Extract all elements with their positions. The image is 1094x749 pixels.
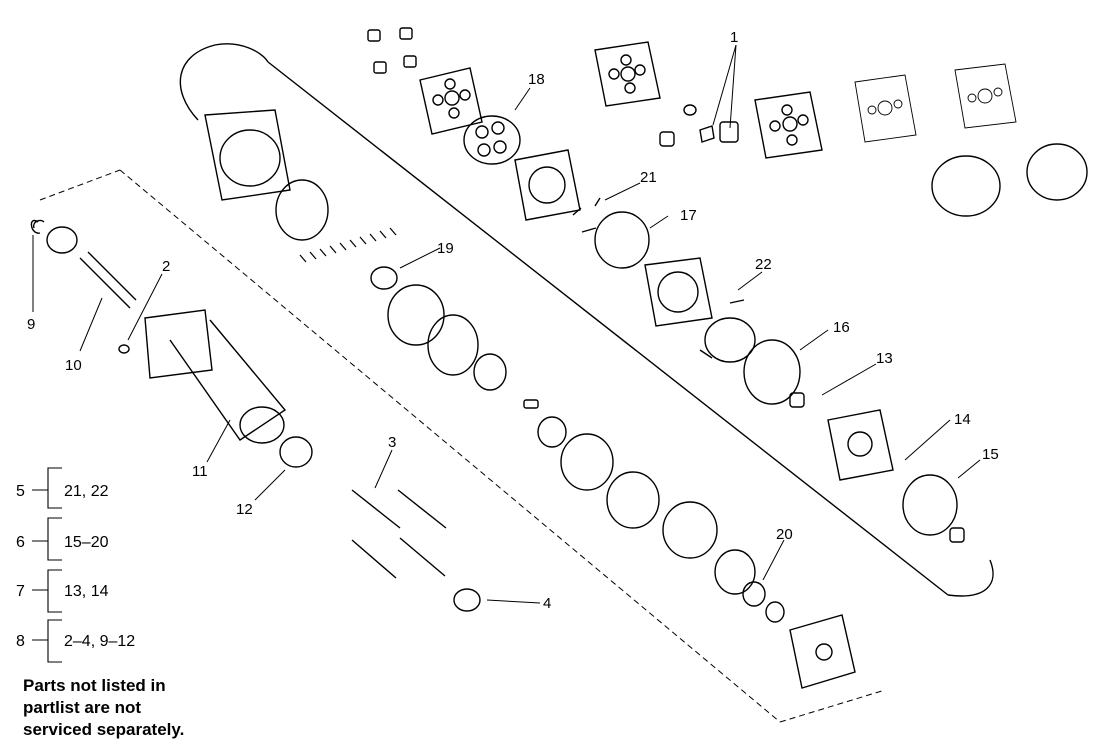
callout-18: 18	[528, 71, 545, 88]
cover-disc	[606, 471, 660, 529]
o-ring-17	[594, 211, 650, 269]
callout-22: 22	[755, 256, 772, 273]
callout-21: 21	[640, 169, 657, 186]
small-o-ring	[683, 104, 697, 116]
kit-8-parts: 2–4, 9–12	[64, 633, 135, 650]
callout-2: 2	[162, 258, 170, 275]
kit-6-parts: 15–20	[64, 534, 109, 551]
valve-plate-center	[594, 41, 661, 107]
housing	[204, 109, 291, 201]
kit-brackets	[32, 467, 62, 663]
snap-ring-9	[30, 219, 45, 234]
rotor-inner	[537, 416, 567, 448]
valve-plate-ghost-1	[854, 74, 917, 143]
callout-12: 12	[236, 501, 253, 518]
washer-2	[118, 344, 130, 354]
kit-5-parts: 21, 22	[64, 483, 109, 500]
valve-plate-ghost-2	[954, 63, 1017, 129]
kit-7-parts: 13, 14	[64, 583, 109, 600]
kit-7-number: 7	[16, 583, 25, 600]
callout-9: 9	[27, 316, 35, 333]
sleeve-11	[144, 309, 287, 444]
o-ring-15	[902, 474, 958, 536]
dashed-frame	[39, 169, 886, 723]
kit-8-number: 8	[16, 633, 25, 650]
check-valve-22	[699, 299, 756, 363]
assembly-axis	[267, 61, 949, 596]
kit-6-number: 6	[16, 534, 25, 551]
callout-11: 11	[192, 463, 208, 480]
bolts-3	[351, 489, 447, 579]
plug-parts-1	[659, 121, 739, 147]
o-ring-right-2	[1026, 143, 1088, 201]
loop-line-top	[179, 43, 269, 121]
disc-ring	[662, 501, 718, 559]
gear-star	[473, 353, 507, 391]
thrust-washer	[765, 601, 785, 623]
callout-1: 1	[730, 29, 738, 46]
loop-line-right	[947, 559, 994, 597]
plug-13	[789, 392, 805, 408]
o-ring-16	[743, 339, 801, 405]
gear-ring	[427, 314, 479, 376]
washer-20	[742, 581, 766, 607]
valve-plate-right	[754, 91, 823, 159]
rotor-outer	[560, 433, 614, 491]
leader-lines	[32, 44, 981, 604]
nut-4	[453, 588, 481, 612]
nut-12	[279, 436, 313, 468]
gear-outer	[387, 284, 445, 346]
end-plate-bottom	[789, 614, 856, 689]
callout-15: 15	[982, 446, 999, 463]
large-seal-ring	[275, 179, 329, 241]
pin-row-19	[299, 227, 397, 263]
needle-bearing	[714, 549, 756, 595]
spacer-plate	[514, 149, 581, 221]
seal-ring-left	[46, 226, 78, 254]
callout-17: 17	[680, 207, 697, 224]
ring-19	[370, 266, 398, 290]
callout-20: 20	[776, 526, 793, 543]
callout-4: 4	[543, 595, 551, 612]
callout-10: 10	[65, 357, 82, 374]
pins-21	[572, 197, 601, 233]
plug-end	[949, 527, 965, 543]
callout-3: 3	[388, 434, 396, 451]
callout-13: 13	[876, 350, 893, 367]
end-cover-plate	[644, 257, 713, 327]
shaft-10	[79, 251, 137, 309]
callout-16: 16	[833, 319, 850, 336]
nut-group-top	[367, 27, 417, 74]
valve-plate-left	[419, 67, 483, 135]
kit-5-number: 5	[16, 483, 25, 500]
callout-19: 19	[437, 240, 454, 257]
gasket-18	[463, 115, 521, 165]
service-note: Parts not listed in partlist are not ser…	[23, 676, 185, 739]
key-block	[523, 399, 539, 409]
callout-14: 14	[954, 411, 971, 428]
o-ring-right-1	[931, 155, 1001, 217]
end-cap-14	[827, 409, 894, 481]
